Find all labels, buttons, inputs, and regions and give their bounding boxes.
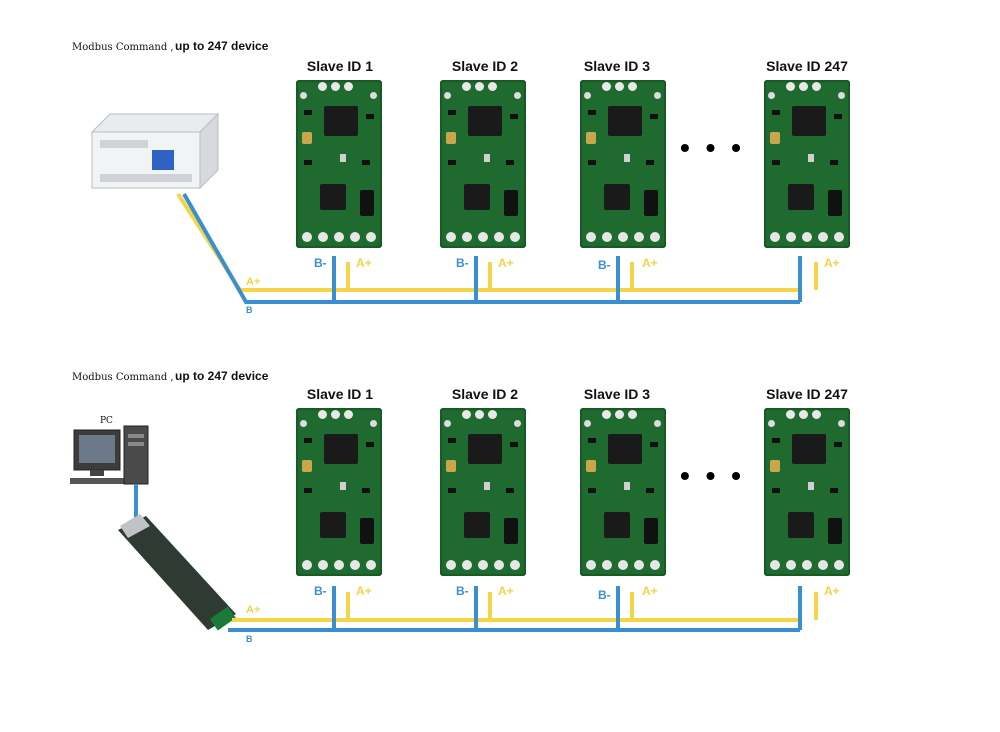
slave-label: Slave ID 247 bbox=[766, 386, 848, 402]
pin-label-a: A+ bbox=[498, 256, 514, 270]
slave-board bbox=[764, 80, 850, 248]
command-device-limit: up to 247 device bbox=[175, 369, 269, 383]
pc-icon bbox=[70, 425, 149, 485]
pc-panel: Modbus Command , up to 247 device PC bbox=[0, 330, 1000, 660]
command-text: Modbus Command , bbox=[72, 42, 174, 53]
pin-label-a: A+ bbox=[356, 256, 372, 270]
pin-label-b: B- bbox=[314, 584, 327, 598]
command-device-limit: up to 247 device bbox=[175, 39, 269, 53]
pin-label-b: B- bbox=[456, 256, 469, 270]
bus-label-b: B bbox=[246, 634, 253, 644]
pin-label-b: B- bbox=[314, 256, 327, 270]
wire-b-minus bbox=[228, 586, 802, 632]
usb-rs485-adapter-icon bbox=[118, 514, 236, 631]
slave-label: Slave ID 3 bbox=[583, 58, 651, 74]
bus-wiring bbox=[70, 425, 818, 632]
pin-label-a: A+ bbox=[642, 584, 658, 598]
slave-label: Slave ID 1 bbox=[306, 386, 374, 402]
bus-label-a: A+ bbox=[246, 276, 261, 288]
pin-label-a: A+ bbox=[356, 584, 372, 598]
pin-label-a: A+ bbox=[824, 256, 840, 270]
pin-label-a: A+ bbox=[824, 584, 840, 598]
pin-label-a: A+ bbox=[642, 256, 658, 270]
wire-a-plus bbox=[232, 592, 818, 622]
slave-board bbox=[296, 408, 382, 576]
slave-label: Slave ID 2 bbox=[451, 58, 519, 74]
plc-panel: Modbus Command , up to 247 device bbox=[0, 0, 1000, 330]
bus-label-b: B bbox=[246, 305, 253, 315]
slave-board bbox=[580, 408, 666, 576]
plc-icon bbox=[90, 112, 220, 190]
more-devices-ellipsis: • • • bbox=[680, 132, 745, 163]
command-text: Modbus Command , bbox=[72, 372, 174, 383]
pc-label: PC bbox=[100, 416, 113, 426]
slave-board bbox=[764, 408, 850, 576]
slave-board bbox=[580, 80, 666, 248]
slave-label: Slave ID 247 bbox=[766, 58, 848, 74]
slave-label: Slave ID 2 bbox=[451, 386, 519, 402]
slave-board bbox=[440, 408, 526, 576]
pin-label-a: A+ bbox=[498, 584, 514, 598]
pin-label-b: B- bbox=[598, 588, 611, 602]
slave-label: Slave ID 3 bbox=[583, 386, 651, 402]
pin-label-b: B- bbox=[598, 258, 611, 272]
slave-label: Slave ID 1 bbox=[306, 58, 374, 74]
pin-label-b: B- bbox=[456, 584, 469, 598]
wire-b-minus bbox=[182, 193, 802, 304]
bus-label-a: A+ bbox=[246, 604, 261, 616]
bus-wiring bbox=[90, 112, 818, 304]
slave-board bbox=[440, 80, 526, 248]
more-devices-ellipsis: • • • bbox=[680, 460, 745, 491]
slave-board bbox=[296, 80, 382, 248]
